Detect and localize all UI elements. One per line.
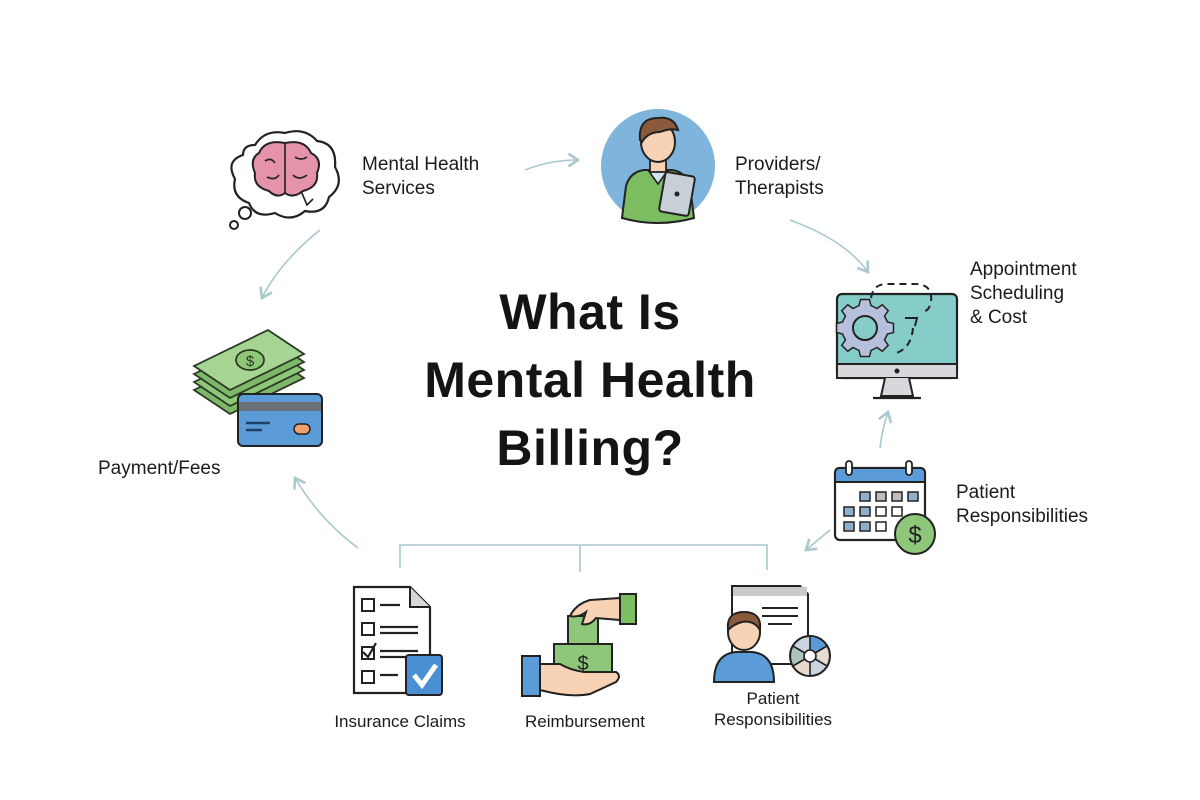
cash-and-credit-card-icon: $ (190, 328, 325, 448)
diagram-title: What Is Mental Health Billing? (424, 284, 756, 476)
arrow-to-payment (293, 476, 359, 549)
svg-text:$: $ (908, 522, 921, 549)
hands-exchanging-money-icon: $ (520, 590, 645, 700)
node-providers-therapists: Providers/ Therapists (735, 154, 824, 199)
arrow-patient-to-appointment (878, 409, 893, 449)
node-patient-responsibilities-right: Patient Responsibilities (956, 482, 1089, 527)
monitor-gear-icon (835, 272, 960, 407)
svg-text:$: $ (246, 353, 255, 370)
node-payment-fees: Payment/Fees (98, 458, 221, 479)
node-insurance-claims: Insurance Claims (334, 712, 466, 731)
calendar-dollar-icon: $ (832, 460, 942, 556)
arrow-to-patient-right (804, 529, 831, 552)
node-mental-health-services: Mental Health Services (362, 154, 480, 199)
node-patient-responsibilities-bottom: Patient Responsibilities (713, 689, 833, 729)
bracket-connector (399, 544, 768, 572)
arrow-providers-to-appointment (789, 219, 870, 274)
checklist-document-icon (350, 585, 455, 700)
arrow-services-to-payment (259, 229, 321, 301)
arrow-services-to-providers (524, 152, 581, 171)
patient-document-chart-icon (712, 584, 832, 684)
node-reimbursement: Reimbursement (525, 712, 645, 731)
node-appointment-scheduling-cost: Appointment Scheduling & Cost (970, 259, 1077, 328)
brain-thought-bubble-icon (225, 125, 345, 235)
svg-text:$: $ (577, 653, 588, 675)
therapist-with-tablet-icon (600, 108, 716, 224)
